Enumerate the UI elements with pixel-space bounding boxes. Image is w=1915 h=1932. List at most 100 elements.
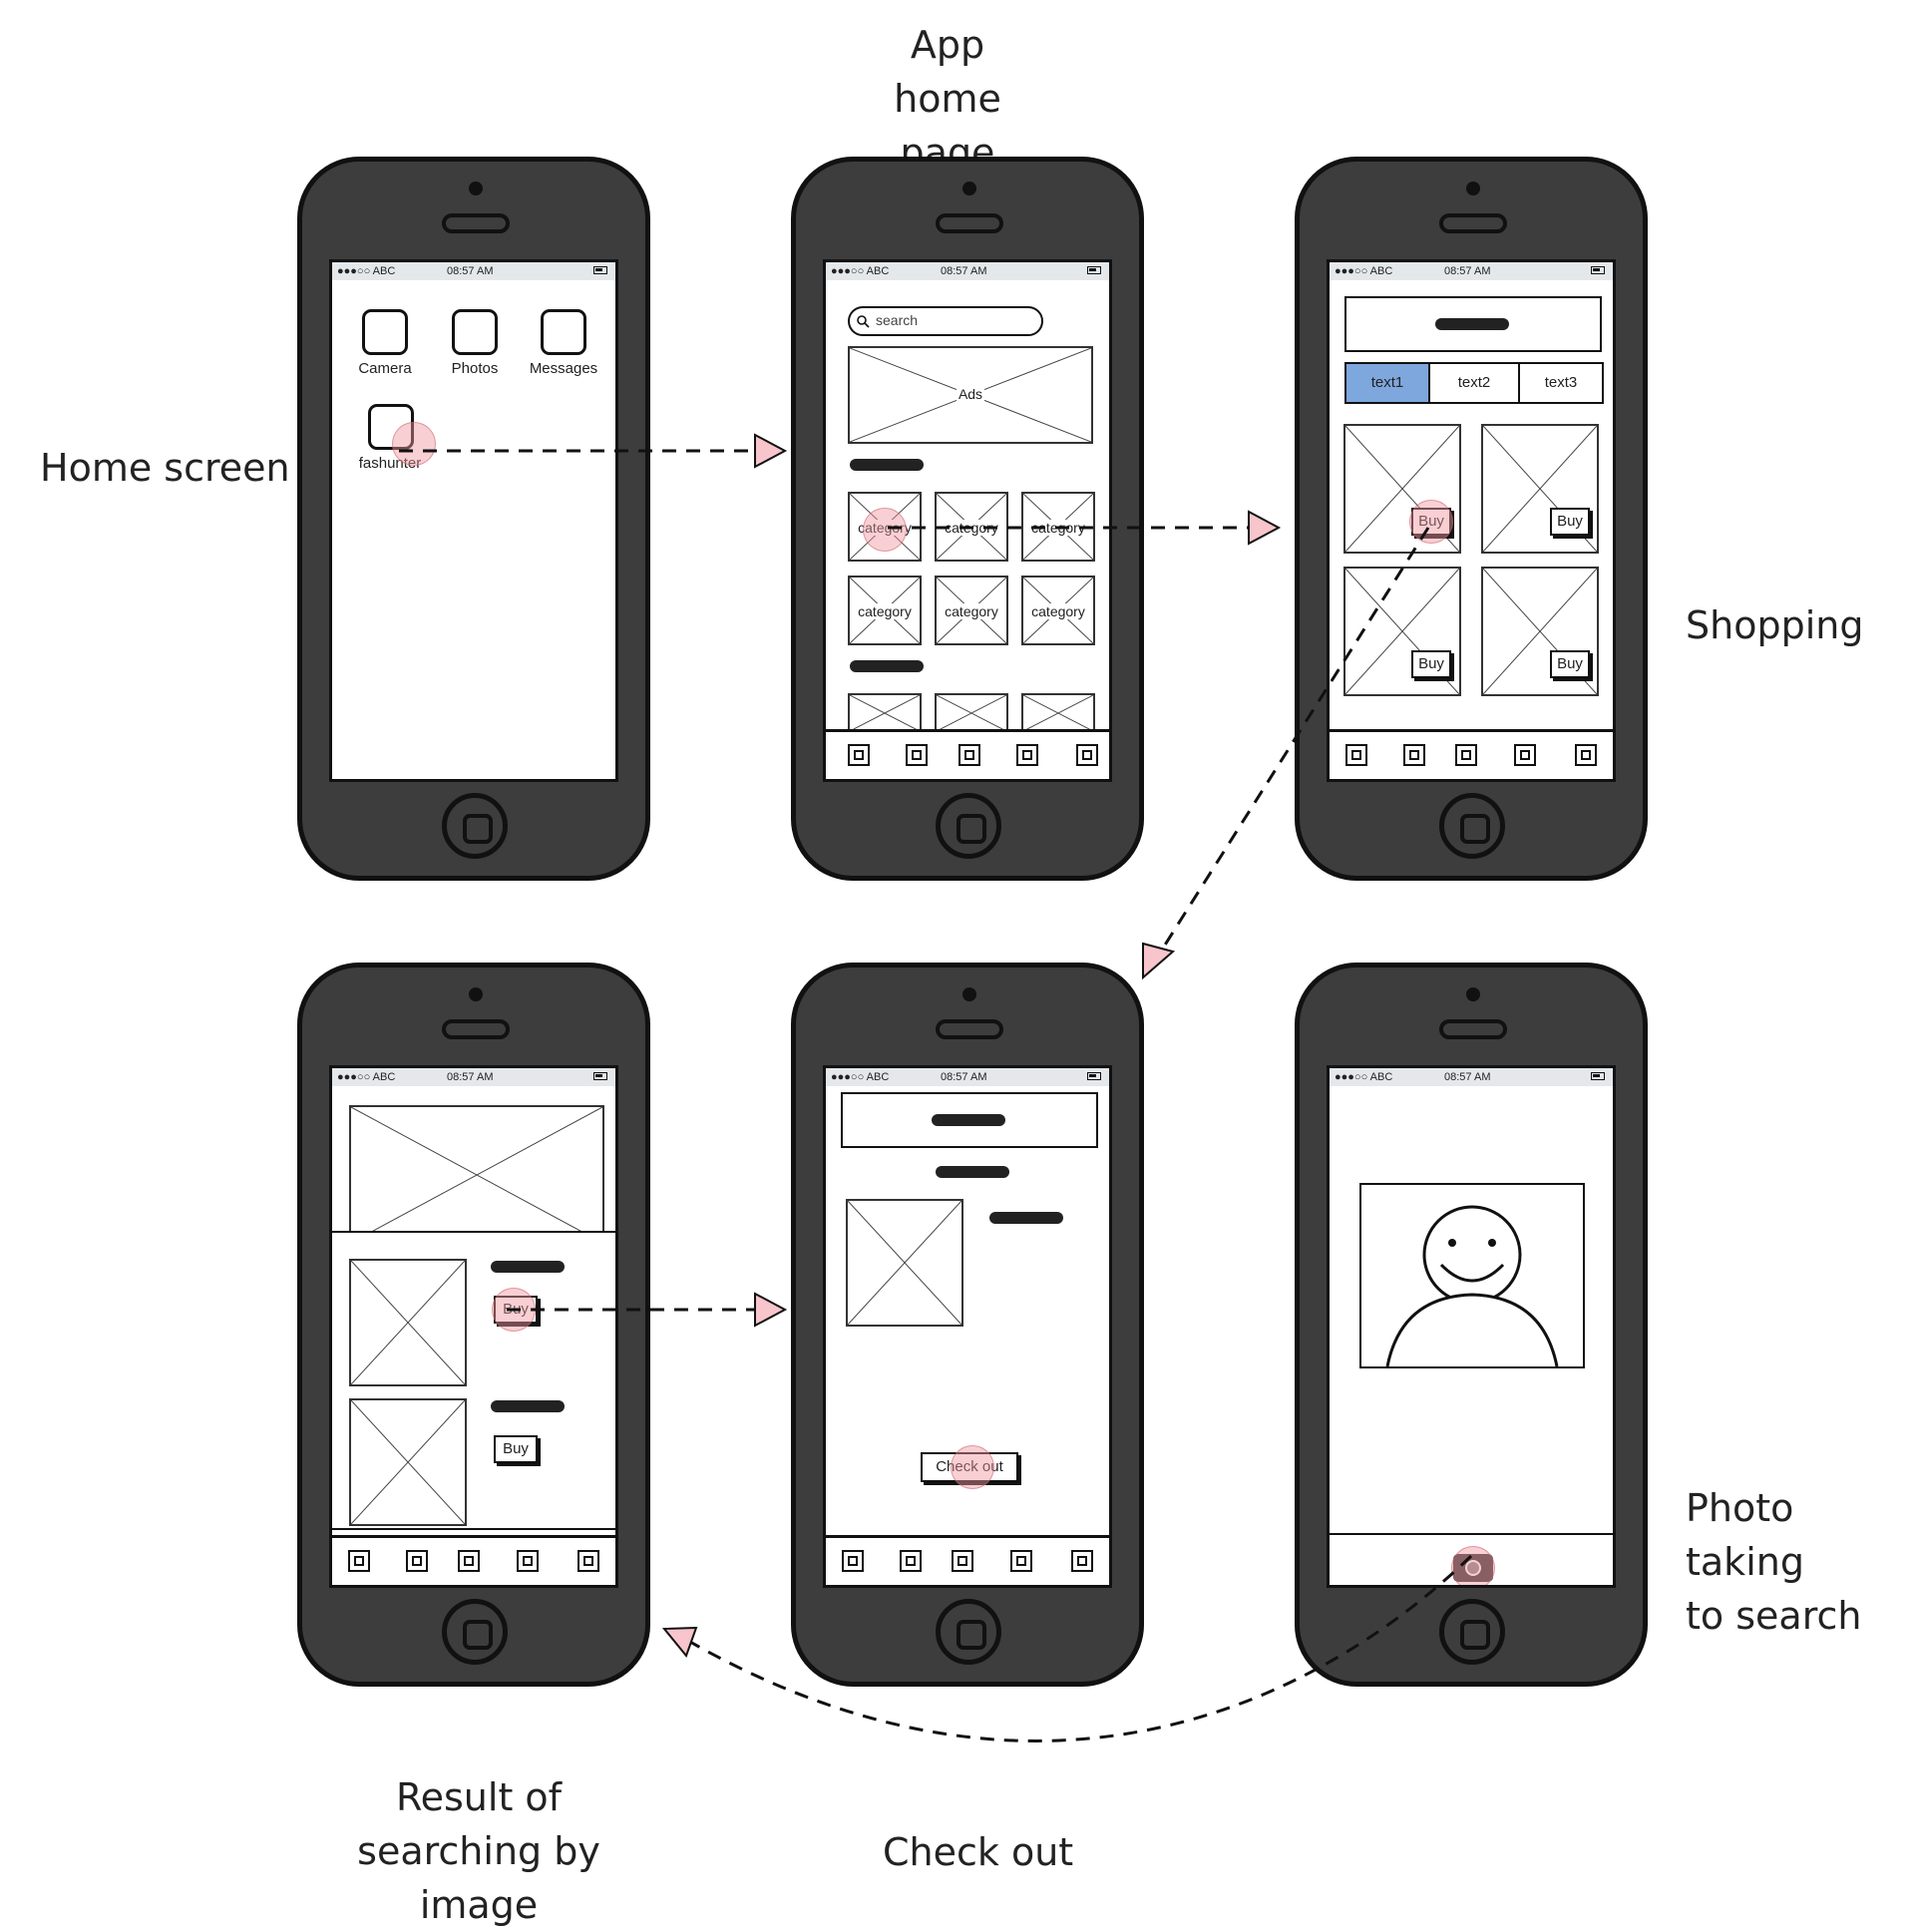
buy-button[interactable]: Buy: [1411, 650, 1451, 678]
phone-app-home: ●●●○○ ABC 08:57 AM search Ads category c…: [791, 157, 1144, 881]
text-scribble: [850, 459, 924, 471]
phone-shopping: ●●●○○ ABC 08:57 AM text1 text2 text3 Buy…: [1295, 157, 1648, 881]
category-tile-partial[interactable]: [1021, 693, 1095, 733]
camera-app-icon[interactable]: [362, 309, 408, 355]
tab-icon[interactable]: [1514, 744, 1536, 766]
speaker-slot: [442, 1019, 510, 1039]
category-tile[interactable]: category: [848, 576, 922, 645]
tab-icon[interactable]: [406, 1550, 428, 1572]
tab-icon[interactable]: [458, 1550, 480, 1572]
status-bar: ●●●○○ ABC 08:57 AM: [332, 262, 615, 280]
speaker-slot: [442, 213, 510, 233]
header-box: [1344, 296, 1602, 352]
searched-image: [349, 1105, 604, 1245]
home-button[interactable]: [1439, 793, 1505, 859]
category-tile[interactable]: category: [935, 576, 1008, 645]
status-bar: ●●●○○ ABC 08:57 AM: [826, 262, 1109, 280]
tab-icon[interactable]: [900, 1550, 922, 1572]
caption-result-search: Result of searching by image: [357, 1775, 600, 1927]
camera-dot: [1466, 987, 1480, 1001]
results-panel: Buy Buy: [332, 1231, 615, 1530]
messages-app-label: Messages: [529, 360, 598, 377]
battery-icon: [1591, 266, 1605, 274]
status-time: 08:57 AM: [447, 1071, 494, 1083]
speaker-slot: [1439, 213, 1507, 233]
result-image[interactable]: [349, 1398, 467, 1526]
title-scribble: [1435, 318, 1509, 330]
messages-app-icon[interactable]: [541, 309, 586, 355]
photos-app-label: Photos: [451, 360, 499, 377]
tab-icon[interactable]: [1403, 744, 1425, 766]
buy-button[interactable]: Buy: [494, 1435, 538, 1463]
result-image[interactable]: [349, 1259, 467, 1386]
home-button[interactable]: [442, 793, 508, 859]
home-button[interactable]: [442, 1599, 508, 1665]
tab-icon[interactable]: [1455, 744, 1477, 766]
tab-icon[interactable]: [848, 744, 870, 766]
tab-icon[interactable]: [952, 1550, 973, 1572]
camera-viewfinder: [1359, 1183, 1585, 1368]
status-time: 08:57 AM: [1444, 265, 1491, 277]
category-tile[interactable]: category: [1021, 492, 1095, 562]
tab-bar: [1330, 729, 1613, 779]
ads-label: Ads: [850, 386, 1091, 402]
tab-text3[interactable]: text3: [1518, 362, 1604, 404]
category-tile-partial[interactable]: [848, 693, 922, 733]
camera-app-label: Camera: [358, 360, 412, 377]
home-button[interactable]: [936, 793, 1001, 859]
status-time: 08:57 AM: [941, 1071, 987, 1083]
photos-app-icon[interactable]: [452, 309, 498, 355]
search-input[interactable]: search: [848, 306, 1043, 336]
phone-home-screen: ●●●○○ ABC 08:57 AM Camera Photos Message…: [297, 157, 650, 881]
ads-banner[interactable]: Ads: [848, 346, 1093, 444]
arrow-head: [1142, 942, 1176, 980]
text-scribble: [491, 1400, 565, 1412]
status-bar: ●●●○○ ABC 08:57 AM: [1330, 1068, 1613, 1086]
speaker-slot: [1439, 1019, 1507, 1039]
tab-icon[interactable]: [1016, 744, 1038, 766]
tab-text1[interactable]: text1: [1344, 362, 1430, 404]
status-time: 08:57 AM: [1444, 1071, 1491, 1083]
tab-text2[interactable]: text2: [1428, 362, 1520, 404]
status-time: 08:57 AM: [941, 265, 987, 277]
arrow-head: [754, 433, 788, 469]
caption-shopping: Shopping: [1686, 603, 1864, 647]
category-tile[interactable]: category: [935, 492, 1008, 562]
home-button[interactable]: [936, 1599, 1001, 1665]
camera-dot: [1466, 182, 1480, 195]
phone-search-result: ●●●○○ ABC 08:57 AM Buy Buy: [297, 963, 650, 1687]
text-scribble: [491, 1261, 565, 1273]
category-tile[interactable]: category: [1021, 576, 1095, 645]
battery-icon: [1591, 1072, 1605, 1080]
tab-icon[interactable]: [577, 1550, 599, 1572]
home-button[interactable]: [1439, 1599, 1505, 1665]
category-tile-partial[interactable]: [935, 693, 1008, 733]
tab-icon[interactable]: [1345, 744, 1367, 766]
battery-icon: [593, 266, 607, 274]
tab-icon[interactable]: [1076, 744, 1098, 766]
search-icon: [857, 315, 870, 328]
tap-hotspot: [1451, 1546, 1495, 1585]
tap-hotspot: [392, 422, 436, 466]
status-carrier: ●●●○○ ABC: [831, 1071, 890, 1083]
buy-button[interactable]: Buy: [1550, 650, 1590, 678]
tab-icon[interactable]: [906, 744, 928, 766]
tab-bar: [826, 729, 1109, 779]
status-bar: ●●●○○ ABC 08:57 AM: [1330, 262, 1613, 280]
camera-dot: [962, 182, 976, 195]
tab-icon[interactable]: [842, 1550, 864, 1572]
status-carrier: ●●●○○ ABC: [831, 265, 890, 277]
caption-home-screen: Home screen: [40, 446, 290, 490]
tab-icon[interactable]: [348, 1550, 370, 1572]
tab-icon[interactable]: [1575, 744, 1597, 766]
tap-hotspot: [951, 1445, 994, 1489]
tab-icon[interactable]: [1071, 1550, 1093, 1572]
battery-icon: [593, 1072, 607, 1080]
status-carrier: ●●●○○ ABC: [337, 265, 396, 277]
tab-icon[interactable]: [958, 744, 980, 766]
speaker-slot: [936, 1019, 1003, 1039]
tab-icon[interactable]: [517, 1550, 539, 1572]
buy-button[interactable]: Buy: [1550, 508, 1590, 536]
speaker-slot: [936, 213, 1003, 233]
tab-icon[interactable]: [1010, 1550, 1032, 1572]
